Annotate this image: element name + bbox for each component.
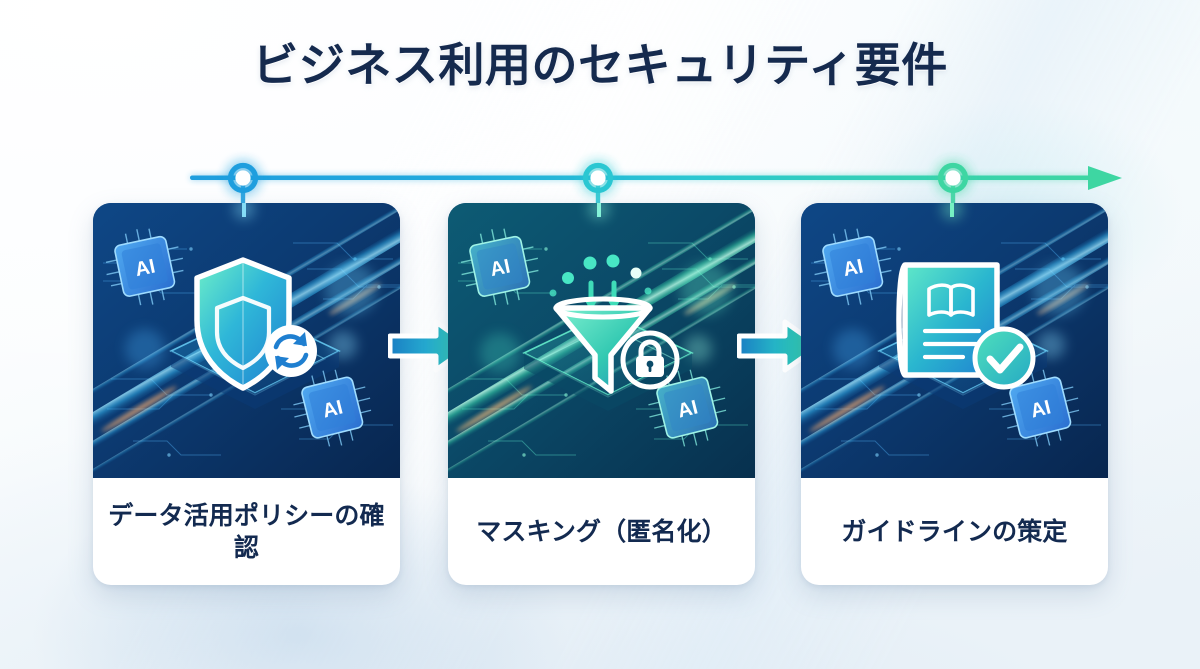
svg-text:AI: AI — [133, 256, 157, 282]
ai-chip-icon: AI — [293, 369, 372, 447]
page-title: ビジネス利用のセキュリティ要件 — [252, 39, 948, 91]
step-card-3-label: ガイドラインの策定 — [841, 517, 1068, 546]
svg-text:AI: AI — [488, 256, 512, 282]
timeline-node-2 — [582, 162, 614, 210]
ai-chip-icon: AI — [813, 228, 892, 306]
data-dots-icon — [549, 254, 652, 297]
ai-chip-icon: AI — [648, 369, 727, 447]
svg-text:AI: AI — [841, 256, 865, 282]
step-card-1-label: データ活用ポリシーの確認 — [108, 501, 385, 562]
step-card-1[interactable]: AI AI — [93, 203, 400, 585]
check-circle-icon — [972, 326, 1036, 390]
step-card-1-media: AI AI — [93, 203, 400, 478]
timeline-arrowhead — [1088, 166, 1122, 190]
lock-icon — [620, 330, 680, 390]
step-card-3[interactable]: AI AI — [801, 203, 1108, 585]
funnel-icon — [553, 296, 653, 394]
step-card-2-media: AI AI — [448, 203, 755, 478]
timeline-line — [190, 175, 1100, 180]
step-cards: AI AI — [0, 203, 1200, 585]
ai-chip-icon: AI — [1001, 369, 1080, 447]
sync-refresh-icon — [265, 325, 317, 377]
timeline — [0, 148, 1200, 212]
step-card-3-media: AI AI — [801, 203, 1108, 478]
ai-chip-icon: AI — [460, 228, 539, 306]
timeline-node-1 — [227, 162, 259, 210]
step-card-2[interactable]: AI AI — [448, 203, 755, 585]
timeline-node-3 — [937, 162, 969, 210]
ai-chip-icon: AI — [105, 228, 184, 306]
step-card-2-label: マスキング（匿名化） — [476, 517, 727, 546]
